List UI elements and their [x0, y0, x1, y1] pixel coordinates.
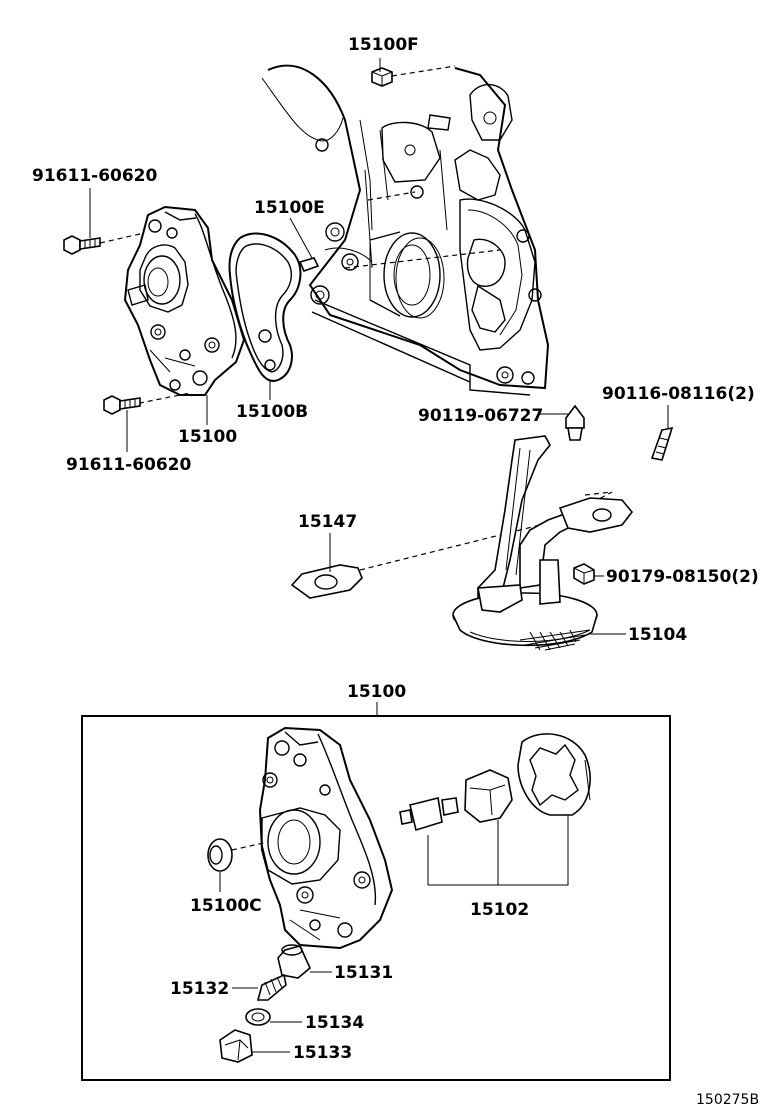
- label-15100c: 15100C: [190, 896, 262, 916]
- label-15147: 15147: [298, 512, 357, 532]
- label-15100-top: 15100: [178, 427, 237, 447]
- label-15100b: 15100B: [236, 402, 308, 422]
- timing-cover: [261, 64, 550, 396]
- rotor-set-15102: [399, 733, 591, 886]
- relief-valve: [219, 944, 332, 1063]
- label-15104: 15104: [628, 625, 687, 645]
- oil-pump-assembly: [123, 205, 246, 396]
- leader-lines-top: [89, 58, 669, 635]
- stud-90116: [650, 426, 674, 461]
- exploded-box: [81, 702, 671, 1081]
- label-15133: 15133: [293, 1043, 352, 1063]
- pin-15100e: [298, 257, 320, 273]
- label-15132: 15132: [170, 979, 229, 999]
- label-91611-top: 91611-60620: [32, 166, 158, 186]
- gasket-15100b: [228, 232, 302, 382]
- label-90116: 90116-08116(2): [602, 384, 755, 404]
- part-labels: 15100F 91611-60620 15100E 15100B 15100 9…: [32, 35, 759, 1108]
- label-90179: 90179-08150(2): [606, 567, 759, 587]
- nut-90179: [573, 563, 595, 585]
- label-15134: 15134: [305, 1013, 364, 1033]
- gasket-15147: [290, 564, 363, 599]
- label-90119: 90119-06727: [418, 406, 543, 426]
- diagram-code: 150275B: [696, 1092, 759, 1108]
- label-15100-box: 15100: [347, 682, 406, 702]
- label-15131: 15131: [334, 963, 393, 983]
- oil-strainer-15104: [452, 435, 634, 651]
- bolt-90119: [565, 404, 585, 441]
- bolt-91611-top: [63, 235, 101, 255]
- label-15102: 15102: [470, 900, 529, 920]
- plug-15100f: [371, 67, 393, 87]
- seal-15100c: [207, 838, 269, 892]
- label-15100f: 15100F: [348, 35, 419, 55]
- guide-lines-top: [99, 65, 613, 571]
- bolt-91611-bottom: [103, 395, 141, 415]
- label-91611-bottom: 91611-60620: [66, 455, 192, 475]
- label-15100e: 15100E: [254, 198, 325, 218]
- pump-body-detail: [258, 726, 394, 950]
